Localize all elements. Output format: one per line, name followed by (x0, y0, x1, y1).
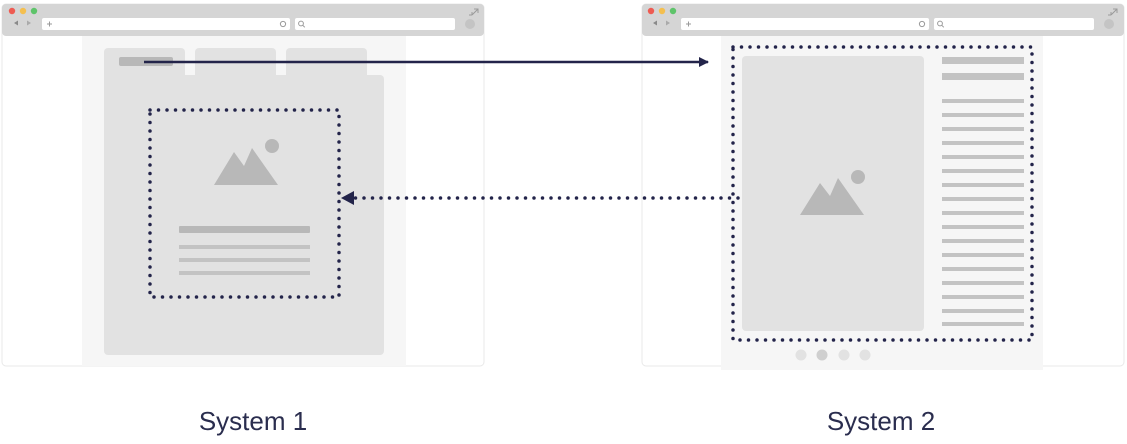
system-1-window (1, 3, 485, 367)
text-line (942, 225, 1024, 229)
system-2-selection-outline (731, 45, 1034, 342)
system-2-window (641, 3, 1125, 370)
system-1-browser-chrome (2, 4, 484, 36)
search-icon (298, 20, 306, 28)
minimize-button[interactable] (19, 7, 27, 15)
text-line (942, 183, 1024, 187)
maximize-button[interactable] (30, 7, 38, 15)
text-line (942, 155, 1024, 159)
text-line (942, 281, 1024, 285)
text-line (942, 141, 1024, 145)
plus-icon (47, 21, 52, 27)
text-line (942, 253, 1024, 257)
search-field[interactable] (295, 18, 455, 30)
extension-button[interactable] (465, 19, 475, 29)
text-column (942, 57, 1024, 326)
forward-icon[interactable] (666, 20, 670, 26)
maximize-button[interactable] (669, 7, 677, 15)
address-bar[interactable] (681, 18, 929, 30)
forward-icon[interactable] (27, 20, 31, 26)
search-field[interactable] (934, 18, 1094, 30)
content-line (179, 258, 310, 262)
minimize-button[interactable] (658, 7, 666, 15)
content-line (179, 271, 310, 275)
text-line (942, 239, 1024, 243)
content-panel (104, 75, 384, 355)
expand-icon[interactable] (1108, 8, 1118, 16)
system-2-caption: System 2 (826, 406, 936, 436)
content-line (179, 245, 310, 249)
text-heading-line (942, 73, 1024, 80)
pagination-dot-active[interactable] (816, 349, 828, 361)
address-bar[interactable] (42, 18, 290, 30)
dotted-arrow (341, 191, 740, 205)
text-line (942, 169, 1024, 173)
pagination-dots (795, 349, 871, 361)
text-line (942, 113, 1024, 117)
plus-icon (686, 21, 691, 27)
text-line (942, 295, 1024, 299)
text-line (942, 127, 1024, 131)
text-heading-line (942, 57, 1024, 64)
pagination-dot[interactable] (795, 349, 807, 361)
system-2-browser-chrome (642, 4, 1124, 36)
text-line (942, 211, 1024, 215)
image-placeholder-icon (800, 170, 865, 215)
back-icon[interactable] (653, 20, 657, 26)
reload-icon[interactable] (918, 20, 926, 28)
text-line (942, 99, 1024, 103)
reload-icon[interactable] (279, 20, 287, 28)
image-placeholder-icon (214, 139, 279, 185)
text-line (942, 322, 1024, 326)
expand-icon[interactable] (469, 8, 479, 16)
text-line (942, 267, 1024, 271)
content-heading-line (179, 226, 310, 233)
back-icon[interactable] (14, 20, 18, 26)
pagination-dot[interactable] (838, 349, 850, 361)
search-icon (937, 20, 945, 28)
text-line (942, 309, 1024, 313)
text-line (942, 197, 1024, 201)
close-button[interactable] (8, 7, 16, 15)
close-button[interactable] (647, 7, 655, 15)
system-1-selection-outline (148, 108, 341, 299)
system-1-caption: System 1 (198, 406, 308, 436)
extension-button[interactable] (1104, 19, 1114, 29)
pagination-dot[interactable] (859, 349, 871, 361)
